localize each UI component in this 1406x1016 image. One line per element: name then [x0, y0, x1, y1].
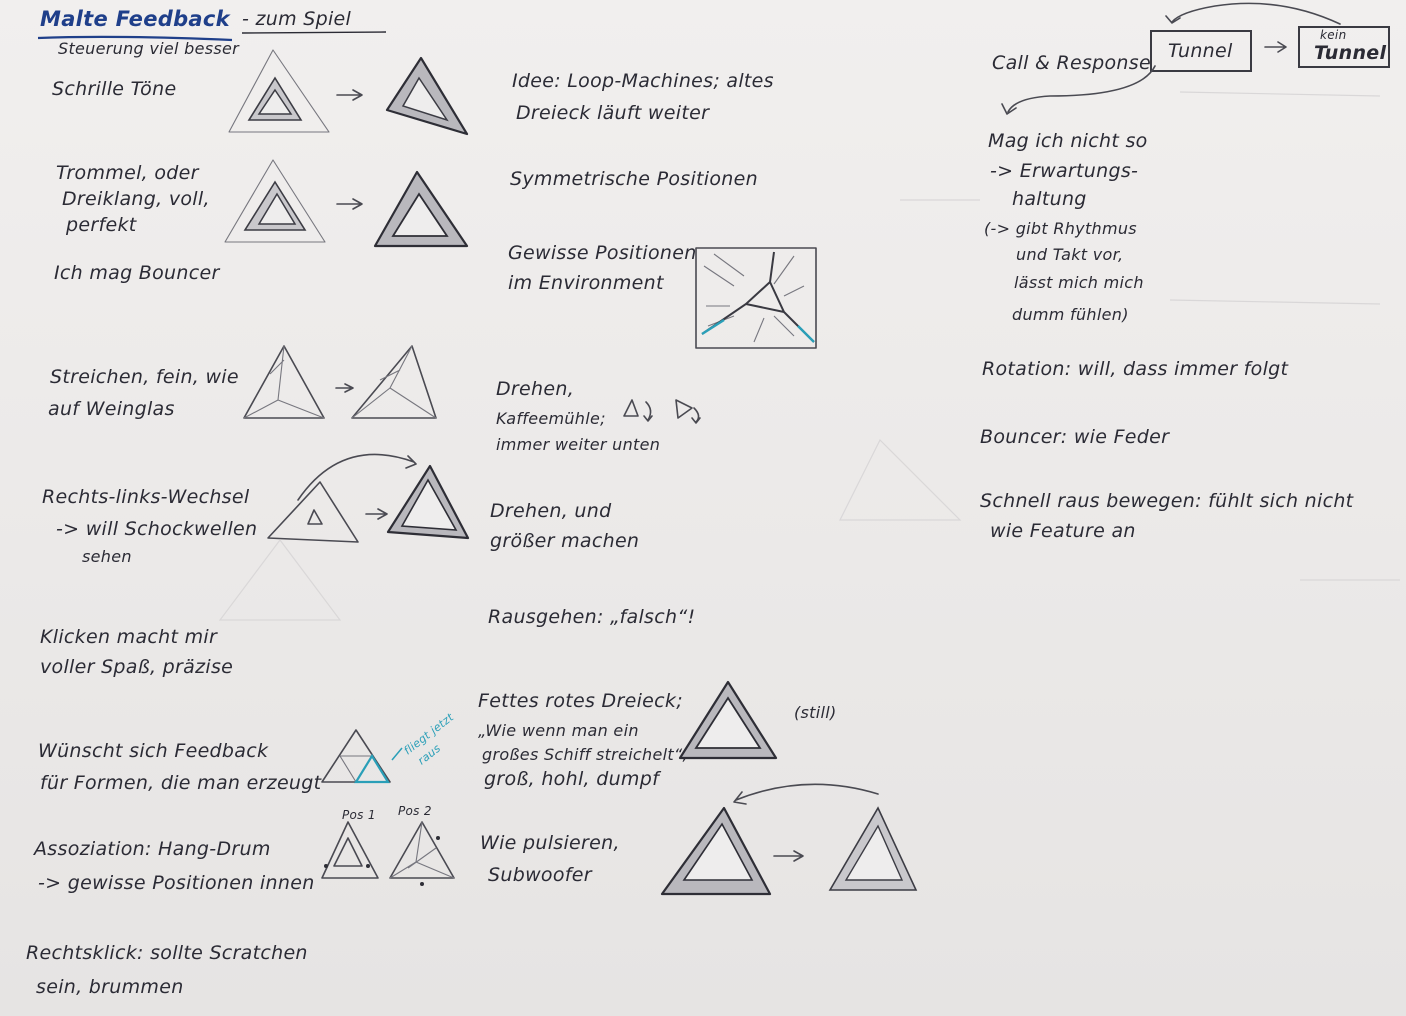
note-klicken-1: Klicken macht mir	[40, 626, 218, 648]
still-label: (still)	[794, 703, 837, 722]
note-bouncer: Ich mag Bouncer	[54, 262, 220, 284]
note-fettes-3: großes Schiff streichelt“;	[482, 745, 689, 764]
note-mag-6: lässt mich mich	[1014, 273, 1144, 292]
note-feedback-2: für Formen, die man erzeugt	[40, 772, 322, 794]
note-klicken-2: voller Spaß, präzise	[40, 656, 234, 678]
note-pulsieren-1: Wie pulsieren,	[480, 832, 620, 854]
sketch-environment	[695, 247, 817, 349]
note-mag-3: haltung	[1012, 188, 1087, 210]
note-mag-2: -> Erwartungs-	[990, 160, 1139, 182]
sketch-streichen	[243, 345, 437, 419]
note-rechtsklick-2: sein, brummen	[36, 976, 184, 998]
note-rechtsklick-1: Rechtsklick: sollte Scratchen	[26, 942, 308, 964]
note-wechsel-3: sehen	[82, 547, 132, 566]
sketch-fettes-dreieck	[678, 680, 778, 760]
call-response-arrows	[1001, 2, 1341, 115]
note-wechsel-1: Rechts-links-Wechsel	[42, 486, 250, 508]
note-steuerung: Steuerung viel besser	[58, 39, 240, 58]
note-assoziation-1: Assoziation: Hang-Drum	[34, 838, 271, 860]
note-groesser-1: Drehen, und	[490, 500, 612, 522]
note-schnell-1: Schnell raus bewegen: fühlt sich nicht	[980, 490, 1354, 512]
note-gewisse-2: im Environment	[508, 272, 664, 294]
no-tunnel-label-top: kein	[1320, 28, 1347, 42]
tunnel-box: Tunnel	[1150, 30, 1252, 72]
note-drehen-2: Kaffeemühle;	[496, 409, 606, 428]
sketch-schrille-toene	[228, 49, 469, 136]
pos1-label: Pos 1	[342, 808, 376, 822]
note-idee-1: Idee: Loop-Machines; altes	[512, 70, 774, 92]
note-groesser-2: größer machen	[490, 530, 640, 552]
note-wechsel-2: -> will Schockwellen	[56, 518, 258, 540]
note-streichen-1: Streichen, fein, wie	[50, 366, 239, 388]
note-pulsieren-2: Subwoofer	[488, 864, 592, 886]
note-fettes-2: „Wie wenn man ein	[478, 721, 639, 740]
sketch-trommel	[224, 159, 469, 248]
note-call-response: Call & Response	[992, 52, 1151, 74]
note-fettes-1: Fettes rotes Dreieck;	[478, 690, 683, 712]
note-assoziation-2: -> gewisse Positionen innen	[38, 872, 315, 894]
note-mag-1: Mag ich nicht so	[988, 130, 1148, 152]
no-tunnel-box: kein Tunnel	[1298, 26, 1390, 68]
page-subtitle: - zum Spiel	[242, 8, 352, 30]
note-streichen-2: auf Weinglas	[48, 398, 175, 420]
note-mag-4: (-> gibt Rhythmus	[984, 219, 1137, 238]
sketch-drehen-symbols	[623, 399, 701, 424]
tunnel-label: Tunnel	[1168, 40, 1233, 62]
subtitle-underline	[241, 31, 387, 34]
note-trommel-1: Trommel, oder	[56, 162, 199, 184]
note-trommel-2: Dreiklang, voll,	[62, 188, 210, 210]
note-drehen-1: Drehen,	[496, 378, 575, 400]
note-schnell-2: wie Feature an	[990, 520, 1136, 542]
no-tunnel-label: Tunnel	[1314, 42, 1387, 64]
note-trommel-3: perfekt	[66, 214, 137, 236]
note-symmetrisch: Symmetrische Positionen	[510, 168, 758, 190]
page-title: Malte Feedback	[40, 7, 230, 31]
note-drehen-3: immer weiter unten	[496, 435, 661, 454]
note-gewisse-1: Gewisse Positionen	[508, 242, 697, 264]
note-feedback-1: Wünscht sich Feedback	[38, 740, 269, 762]
note-schrille-toene: Schrille Töne	[52, 78, 177, 100]
sketch-pulsieren	[660, 783, 918, 896]
note-mag-7: dumm fühlen)	[1012, 305, 1129, 324]
sketch-hang-drum	[321, 821, 455, 886]
note-bouncer-feder: Bouncer: wie Feder	[980, 426, 1170, 448]
note-mag-5: und Takt vor,	[1016, 245, 1124, 264]
sketch-wechsel	[267, 453, 470, 543]
note-fettes-4: groß, hohl, dumpf	[484, 768, 660, 790]
note-rausgehen: Rausgehen: „falsch“!	[488, 606, 696, 628]
pos2-label: Pos 2	[398, 804, 432, 818]
note-rotation: Rotation: will, dass immer folgt	[982, 358, 1289, 380]
sketch-feedback-formen	[321, 729, 403, 784]
note-idee-2: Dreieck läuft weiter	[516, 102, 710, 124]
title-underline	[37, 35, 233, 42]
